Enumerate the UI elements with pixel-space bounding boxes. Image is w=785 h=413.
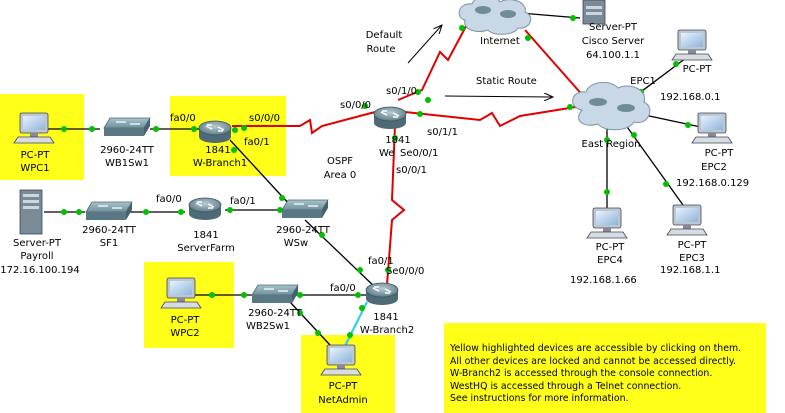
port-wb2-fa00: fa0/0 [330, 283, 356, 294]
ospf-label-2: Area 0 [323, 170, 357, 181]
port-wb1-fa00: fa0/0 [170, 113, 196, 124]
port-hq-s010: s0/1/0 [386, 86, 418, 97]
default-route-label-1: Default [365, 30, 403, 41]
pc-wpc1[interactable] [13, 112, 55, 144]
router-wbranch2[interactable] [365, 282, 399, 305]
port-sf-fa00: fa0/0 [156, 194, 182, 205]
wpc2-type: PC-PT [170, 315, 200, 326]
epc1-type: PC-PT [682, 64, 712, 75]
router-westhq[interactable] [373, 106, 407, 129]
cisco-name: Cisco Server [581, 36, 645, 47]
link-westhq-internet [397, 14, 473, 101]
epc3-name: EPC3 [679, 253, 705, 264]
router-wbranch1[interactable] [198, 120, 232, 143]
epc1-ip: 192.168.0.1 [660, 92, 721, 103]
ospf-label-1: OSPF [326, 156, 353, 167]
wbranch1-model: 1841 [205, 145, 231, 156]
cloud-east-region [572, 82, 651, 131]
netadmin-type: PC-PT [328, 381, 358, 392]
link-wsw-wbranch2 [304, 219, 379, 291]
epc3-ip: 192.168.1.1 [660, 265, 721, 276]
wb1sw1-model: 2960-24TT [100, 145, 154, 156]
epc2-ip: 192.168.0.129 [676, 178, 750, 189]
info-line-4: WestHQ is accessed through a Telnet conn… [450, 380, 682, 392]
info-line-3: W-Branch2 is accessed through the consol… [450, 368, 713, 380]
port-wb1-fa01: fa0/1 [244, 137, 270, 148]
link-internet-east [524, 29, 586, 99]
pc-epc2 [691, 112, 733, 144]
epc4-ip: 192.168.1.66 [570, 275, 637, 286]
epc1-name: EPC1 [630, 76, 656, 87]
wb1sw1-name: WB1Sw1 [105, 158, 149, 169]
wpc1-type: PC-PT [20, 150, 50, 161]
switch-sf1 [85, 201, 133, 220]
pc-netadmin[interactable] [320, 344, 362, 376]
wbranch2-model: 1841 [373, 312, 399, 323]
port-wb1-s000: s0/0/0 [249, 113, 281, 124]
pc-epc1 [671, 29, 713, 61]
sf1-model: 2960-24TT [82, 225, 136, 236]
info-line-2: All other devices are locked and cannot … [450, 355, 737, 367]
pc-epc4 [586, 207, 628, 239]
port-hq-s011: s0/1/1 [427, 127, 459, 138]
server-cisco [582, 0, 606, 25]
wb2sw1-model: 2960-24TT [248, 308, 302, 319]
wbranch1-name: W-Branch1 [192, 158, 248, 169]
default-route-arrow [407, 25, 442, 64]
link-wb2sw1-netadmin [289, 301, 331, 346]
cisco-ip: 64.100.1.1 [585, 50, 641, 61]
wb2sw1-name: WB2Sw1 [246, 321, 290, 332]
cisco-type: Server-PT [589, 22, 637, 33]
static-route-label: Static Route [476, 76, 537, 87]
epc4-name: EPC4 [597, 255, 623, 266]
epc3-type: PC-PT [677, 240, 707, 251]
info-line-5: See instructions for more information. [450, 393, 629, 405]
westhq-name: We [379, 148, 395, 159]
wsw-name: WSw [283, 238, 309, 249]
payroll-name: Payroll [20, 251, 54, 262]
westhq-model: 1841 [385, 135, 411, 146]
payroll-ip: 172.16.100.194 [0, 265, 80, 276]
link-wbranch1-westhq [232, 111, 376, 135]
cloud-internet [458, 0, 532, 35]
serverfarm-model: 1841 [193, 230, 219, 241]
link-westhq-wbranch2 [386, 124, 406, 286]
switch-wb2sw1 [251, 284, 299, 303]
switch-wsw [281, 199, 329, 218]
port-hq-s001b: s0/0/1 [396, 165, 428, 176]
static-route-arrow [444, 96, 553, 97]
server-payroll [19, 189, 43, 235]
wsw-model: 2960-24TT [276, 225, 330, 236]
port-sf-fa01: fa0/1 [230, 196, 256, 207]
serverfarm-name: ServerFarm [177, 243, 235, 254]
netadmin-name: NetAdmin [318, 395, 368, 406]
wbranch2-name: W-Branch2 [359, 325, 415, 336]
switch-wb1sw1 [103, 117, 151, 136]
epc2-name: EPC2 [701, 162, 727, 173]
epc2-type: PC-PT [704, 148, 734, 159]
wpc1-name: WPC1 [20, 163, 50, 174]
pc-wpc2[interactable] [160, 277, 202, 309]
sf1-name: SF1 [99, 238, 119, 249]
link-wbranch1-wsw [229, 139, 291, 206]
info-box: Yellow highlighted devices are accessibl… [444, 323, 766, 413]
port-hq-s000: s0/0/0 [340, 100, 372, 111]
east-region-label: East Region [581, 139, 641, 150]
port-hq-s001a: Se0/0/1 [400, 148, 439, 159]
link-cisco-internet [519, 12, 581, 19]
pc-epc3 [666, 204, 708, 236]
port-wb2-fa01: fa0/1 [368, 256, 394, 267]
internet-label: Internet [480, 36, 520, 47]
epc4-type: PC-PT [595, 242, 625, 253]
link-westhq-east [404, 105, 583, 128]
info-line-1: Yellow highlighted devices are accessibl… [450, 343, 742, 354]
default-route-label-2: Route [366, 44, 396, 55]
router-serverfarm [188, 197, 222, 220]
payroll-type: Server-PT [13, 238, 61, 249]
wpc2-name: WPC2 [170, 328, 200, 339]
port-wb2-se000: Se0/0/0 [386, 266, 425, 277]
